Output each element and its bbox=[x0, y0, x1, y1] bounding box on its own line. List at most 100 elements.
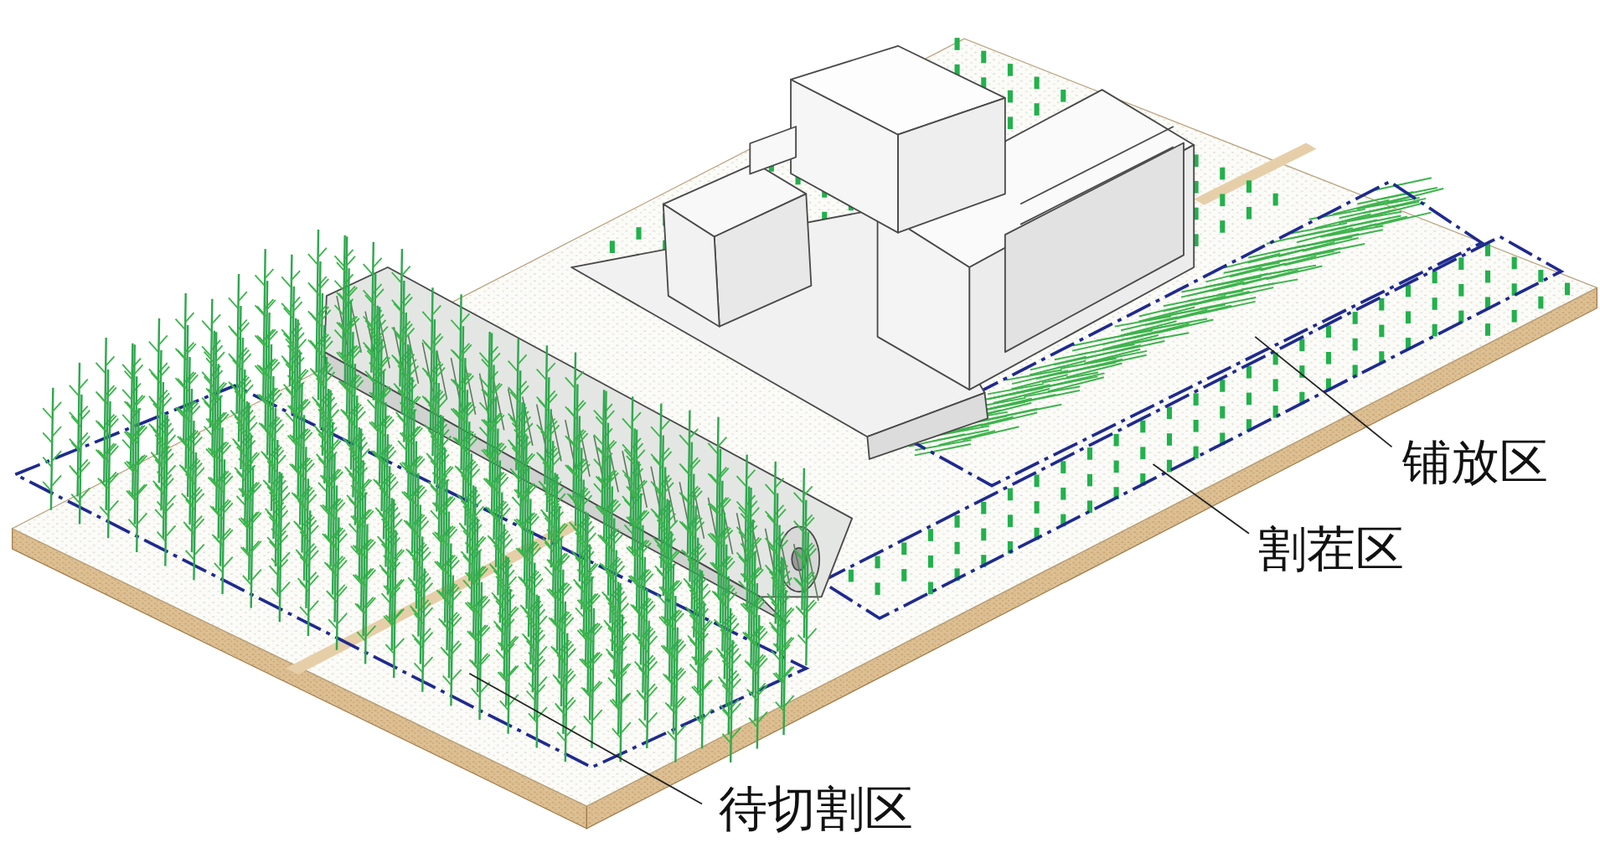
crop-leaf bbox=[265, 429, 275, 440]
crop-leaf bbox=[42, 432, 52, 443]
crop-leaf bbox=[414, 588, 424, 599]
crop-leaf bbox=[71, 494, 81, 505]
crop-leaf bbox=[108, 473, 119, 484]
crop-leaf bbox=[443, 623, 453, 634]
crop-leaf bbox=[207, 388, 217, 399]
crop-leaf bbox=[294, 438, 304, 449]
crop-leaf bbox=[575, 582, 585, 593]
crop-leaf bbox=[350, 346, 360, 357]
stubble-stalk bbox=[1034, 474, 1040, 487]
crop-leaf bbox=[331, 440, 341, 451]
crop-leaf bbox=[464, 541, 475, 553]
stubble-stalk bbox=[1485, 323, 1491, 336]
crop-leaf bbox=[309, 284, 320, 295]
crop-leaf bbox=[426, 400, 436, 411]
crop-leaf bbox=[185, 550, 196, 561]
crop-leaf bbox=[228, 297, 238, 308]
crop-leaf bbox=[578, 433, 589, 444]
crop-leaf bbox=[628, 546, 638, 557]
crop-leaf bbox=[337, 533, 347, 544]
crop-leaf bbox=[328, 619, 338, 630]
crop-leaf bbox=[495, 600, 506, 611]
crop-leaf bbox=[439, 429, 450, 440]
stubble-stalk bbox=[1538, 269, 1544, 283]
crop-leaf bbox=[488, 346, 498, 357]
crop-leaf bbox=[230, 356, 240, 367]
crop-leaf bbox=[406, 464, 416, 475]
crop-leaf bbox=[280, 582, 290, 593]
crop-leaf bbox=[583, 495, 593, 506]
crop-leaf bbox=[268, 330, 278, 341]
crop-leaf bbox=[317, 247, 327, 259]
crop-leaf bbox=[433, 363, 444, 374]
crop-leaf bbox=[246, 415, 256, 426]
crop-leaf bbox=[569, 438, 579, 450]
stubble-stalk bbox=[1034, 77, 1040, 90]
crop-leaf bbox=[240, 459, 250, 470]
crop-leaf bbox=[393, 303, 403, 314]
crop-leaf bbox=[206, 357, 216, 368]
crop-leaf bbox=[424, 370, 434, 381]
crop-leaf bbox=[633, 443, 643, 454]
crop-leaf bbox=[461, 551, 471, 562]
crop-leaf bbox=[356, 547, 367, 558]
crop-leaf bbox=[349, 473, 359, 484]
crop-leaf bbox=[307, 494, 317, 505]
crop-leaf bbox=[445, 497, 455, 508]
crop-leaf bbox=[51, 426, 62, 437]
crop-leaf bbox=[463, 530, 473, 541]
crop-leaf bbox=[402, 461, 412, 472]
laid-stalk bbox=[1260, 256, 1317, 271]
crop-leaf bbox=[350, 485, 361, 496]
crop-leaf bbox=[393, 330, 403, 341]
crop-leaf bbox=[293, 301, 303, 312]
crop-leaf bbox=[80, 461, 90, 472]
crop-leaf bbox=[211, 450, 222, 461]
crop-leaf bbox=[367, 350, 377, 361]
crop-leaf bbox=[232, 412, 243, 423]
crop-leaf bbox=[380, 357, 390, 368]
crop-leaf bbox=[369, 332, 379, 343]
stubble-stalk bbox=[1485, 243, 1491, 257]
crop-leaf bbox=[71, 442, 81, 453]
crop-leaf bbox=[153, 403, 163, 414]
crop-leaf bbox=[346, 495, 357, 506]
crop-stem bbox=[108, 401, 110, 538]
crop-leaf bbox=[401, 266, 411, 277]
crop-leaf bbox=[525, 454, 535, 465]
crop-leaf bbox=[98, 393, 108, 404]
crop-leaf bbox=[394, 579, 404, 590]
crop-leaf bbox=[340, 324, 351, 335]
crop-leaf bbox=[376, 320, 386, 331]
crop-leaf bbox=[185, 474, 196, 485]
crop-stem bbox=[79, 394, 82, 525]
crop-leaf bbox=[508, 361, 518, 372]
crop-leaf bbox=[294, 465, 304, 476]
crop-leaf bbox=[599, 478, 610, 489]
stubble-stalk bbox=[1538, 296, 1544, 310]
crop-leaf bbox=[478, 567, 488, 579]
stubble-stalk bbox=[928, 528, 934, 542]
crop-leaf bbox=[384, 446, 394, 457]
stubble-stalk bbox=[954, 515, 960, 528]
laid-stalk bbox=[1156, 319, 1213, 333]
crop-leaf bbox=[350, 318, 360, 329]
crop-leaf bbox=[471, 605, 481, 616]
stubble-stalk bbox=[848, 569, 854, 583]
crop-leaf bbox=[238, 458, 248, 469]
crop-leaf bbox=[419, 521, 429, 532]
stubble-stalk bbox=[1166, 406, 1172, 419]
laid-stalk bbox=[1241, 278, 1298, 290]
crop-leaf bbox=[624, 474, 634, 485]
stubble-stalk bbox=[980, 501, 986, 515]
stubble-stalk bbox=[1326, 351, 1332, 365]
crop-leaf bbox=[553, 486, 563, 497]
crop-leaf bbox=[183, 495, 193, 506]
crop-stem bbox=[136, 407, 139, 553]
crop-leaf bbox=[223, 502, 233, 513]
crop-leaf bbox=[607, 441, 617, 452]
stubble-stalk bbox=[901, 541, 907, 555]
crop-leaf bbox=[230, 328, 240, 339]
stubble-stalk bbox=[1166, 433, 1172, 446]
stubble-stalk bbox=[954, 541, 960, 555]
